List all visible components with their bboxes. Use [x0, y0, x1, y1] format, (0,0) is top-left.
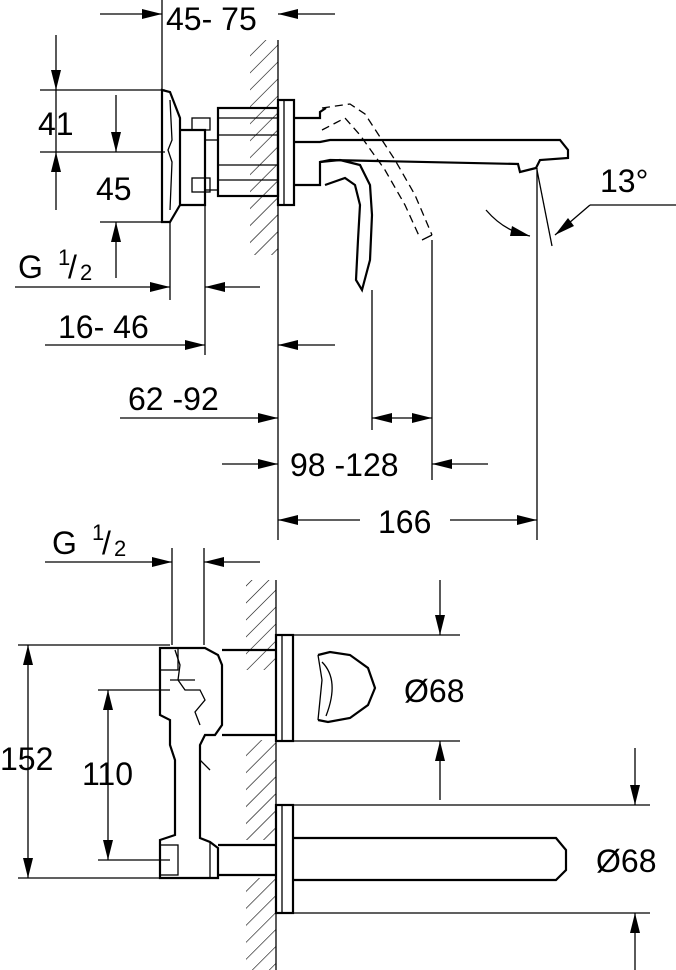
dim-cartridge: 16- 46 [45, 309, 335, 350]
rosette-upper: Ø68 [274, 580, 464, 800]
label-thread-side-den: 2 [80, 260, 92, 285]
label-thread-front-num: 1 [92, 520, 104, 545]
dim-height-centers: 110 [82, 689, 170, 861]
dim-spout-length: 166 [278, 504, 537, 540]
svg-text:/: / [68, 249, 77, 285]
label-thread-front-g: G [52, 525, 77, 561]
label-height-total: 152 [0, 741, 53, 777]
spout-side [294, 103, 570, 293]
svg-text:/: / [102, 525, 111, 561]
label-wall-offset: 45- 75 [166, 1, 257, 37]
label-spout-angle: 13° [600, 163, 648, 199]
dim-handle-range: 98 -128 [222, 447, 488, 483]
label-rosette-lower: Ø68 [596, 843, 656, 879]
side-view: 45- 75 41 45 [15, 0, 676, 540]
label-handle-range: 98 -128 [290, 447, 399, 483]
label-body-lower: 45 [96, 171, 132, 207]
label-height-centers: 110 [82, 756, 133, 792]
label-spout-length: 166 [378, 504, 431, 540]
label-body-upper: 41 [38, 106, 74, 142]
dim-height-total: 152 [0, 644, 170, 879]
front-view: G 1 / 2 152 110 [0, 520, 656, 970]
label-rosette-upper: Ø68 [404, 673, 464, 709]
rosette-lower: Ø68 [274, 748, 656, 970]
label-thread-side-g: G [18, 249, 43, 285]
label-cartridge: 16- 46 [58, 309, 149, 345]
dim-body-height: 41 45 [38, 35, 170, 278]
dim-body-depth: 62 -92 [120, 240, 433, 480]
dim-wall-offset: 45- 75 [100, 0, 335, 90]
dim-thread-front: G 1 / 2 [45, 520, 260, 645]
wall-hatch-front [246, 580, 277, 970]
cross-handle [160, 88, 218, 224]
valve-body-side [216, 98, 296, 207]
label-body-depth: 62 -92 [128, 381, 219, 417]
label-thread-side-num: 1 [58, 245, 70, 270]
dim-spout-angle: 13° [485, 163, 676, 540]
valve-body-front [158, 646, 276, 880]
dim-thread-side: G 1 / 2 [15, 205, 260, 355]
label-thread-front-den: 2 [114, 536, 126, 561]
